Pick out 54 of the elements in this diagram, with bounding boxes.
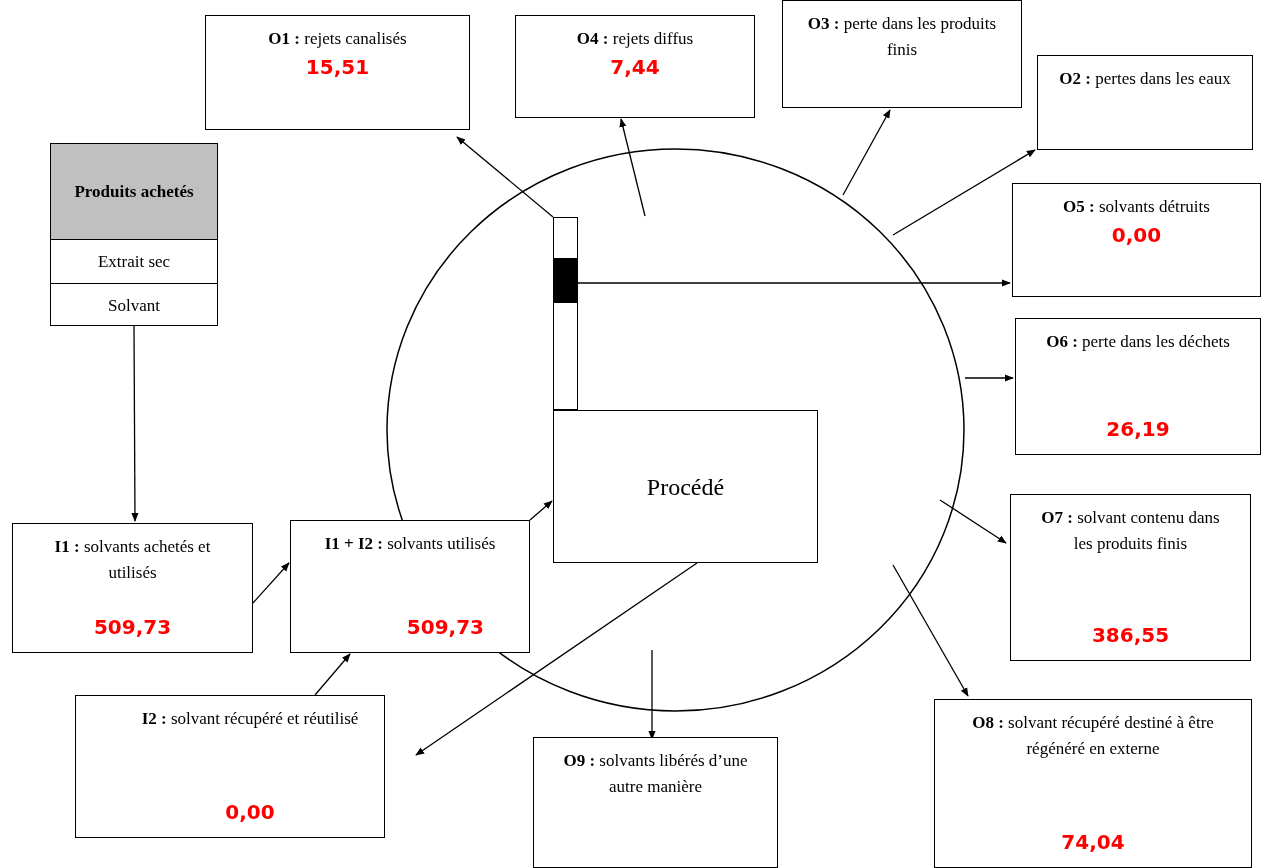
flow-label: O2 : pertes dans les eaux bbox=[1059, 68, 1231, 90]
purchased-products-table bbox=[50, 143, 218, 326]
table-cell-text: Solvant bbox=[107, 294, 161, 317]
arrow bbox=[415, 562, 698, 756]
flow-label: O4 : rejets diffus bbox=[576, 28, 694, 50]
process-box bbox=[533, 737, 778, 868]
process-box bbox=[1037, 55, 1253, 150]
process-box bbox=[290, 520, 530, 653]
process-box bbox=[515, 15, 755, 118]
arrow bbox=[842, 109, 891, 196]
arrow bbox=[619, 118, 646, 217]
quantity-value: 7,44 bbox=[610, 53, 660, 81]
process-box bbox=[75, 695, 385, 838]
flow-label: I2 : solvant récupéré et réutilisé bbox=[141, 708, 359, 730]
flow-label: O6 : perte dans les déchets bbox=[1046, 331, 1230, 353]
process-box bbox=[1012, 183, 1261, 297]
arrow bbox=[456, 136, 554, 218]
flow-label: I1 + I2 : solvants utilisés bbox=[324, 533, 496, 555]
arrow bbox=[252, 562, 290, 604]
arrow bbox=[892, 149, 1036, 236]
arrow bbox=[131, 325, 139, 522]
arrow bbox=[939, 499, 1007, 544]
flow-label: O9 : solvants libérés d’une autre manière bbox=[562, 750, 749, 798]
flow-label: O1 : rejets canalisés bbox=[268, 28, 407, 50]
arrow bbox=[314, 653, 351, 696]
process-box bbox=[934, 699, 1252, 868]
flow-label: O8 : solvant récupéré destiné à être régénéré en externe bbox=[971, 712, 1215, 760]
process-box bbox=[1015, 318, 1261, 455]
flow-label: O7 : solvant contenu dans les produits finis bbox=[1040, 507, 1221, 555]
arrow bbox=[529, 500, 553, 521]
quantity-value: 509,73 bbox=[93, 614, 172, 641]
quantity-value: 0,00 bbox=[225, 799, 275, 826]
flow-label: O3 : perte dans les produits finis bbox=[806, 13, 998, 61]
table-header: Produits achetés bbox=[51, 144, 217, 240]
arrow bbox=[892, 564, 969, 697]
quantity-value: 0,00 bbox=[1111, 221, 1162, 249]
flow-label: Procédé bbox=[646, 472, 725, 502]
process-boundary-ellipse bbox=[386, 148, 965, 712]
flow-label: O5 : solvants détruits bbox=[1063, 196, 1210, 218]
process-box bbox=[205, 15, 470, 130]
quantity-value: 509,73 bbox=[406, 614, 484, 641]
process-box bbox=[553, 410, 818, 563]
quantity-value: 386,55 bbox=[1091, 622, 1170, 649]
chimney-bar bbox=[553, 217, 578, 410]
table-cell: Extrait sec bbox=[51, 240, 217, 284]
quantity-value: 74,04 bbox=[1061, 829, 1125, 856]
arrow bbox=[577, 279, 1011, 287]
process-box bbox=[1010, 494, 1251, 661]
flow-label: I1 : solvants achetés et utilisés bbox=[53, 536, 212, 584]
arrow bbox=[964, 374, 1014, 382]
process-box bbox=[12, 523, 253, 653]
process-box bbox=[782, 0, 1022, 108]
quantity-value: 15,51 bbox=[305, 53, 370, 81]
quantity-value: 26,19 bbox=[1106, 416, 1170, 443]
